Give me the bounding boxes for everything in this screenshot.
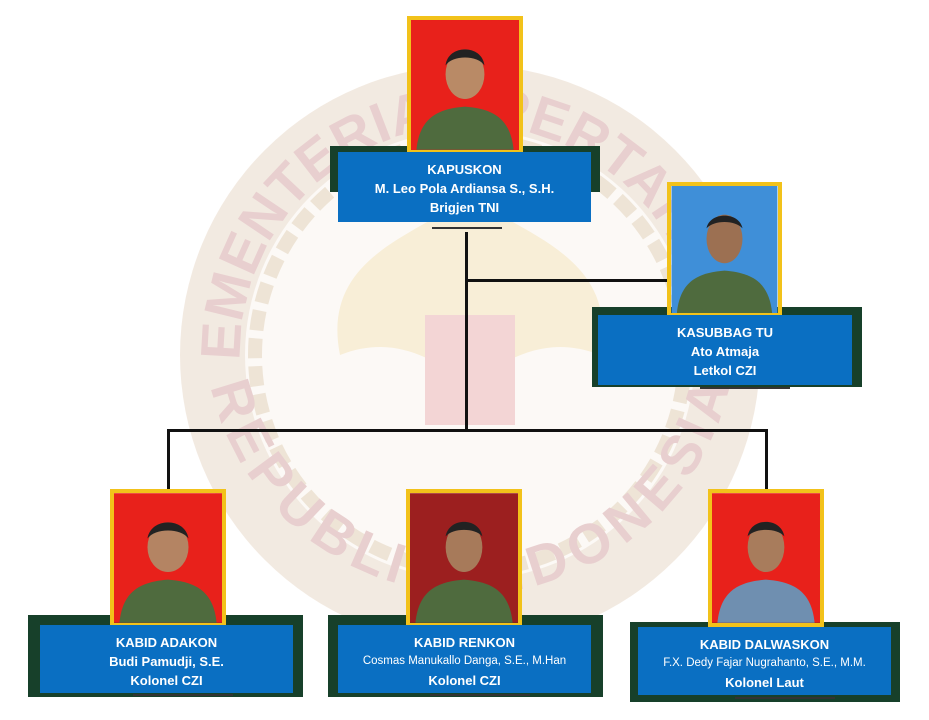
connector-line — [167, 429, 768, 432]
portrait-kabid-renkon — [406, 489, 522, 627]
connector-line — [465, 232, 468, 432]
node-title: KABID ADAKON — [115, 635, 218, 650]
underline-decoration — [432, 227, 502, 229]
node-name: M. Leo Pola Ardiansa S., S.H. — [374, 181, 555, 196]
node-title: KASUBBAG TU — [676, 325, 774, 340]
node-rank: Letkol CZI — [693, 363, 757, 378]
node-name: F.X. Dedy Fajar Nugrahanto, S.E., M.M. — [663, 657, 866, 669]
connector-line — [765, 429, 768, 491]
node-name: Ato Atmaja — [690, 344, 760, 359]
node-rank: Kolonel Laut — [725, 675, 804, 690]
node-kabid-dalwaskon: KABID DALWASKON F.X. Dedy Fajar Nugrahan… — [638, 627, 891, 695]
node-kabid-renkon: KABID RENKON Cosmas Manukallo Danga, S.E… — [338, 625, 591, 693]
node-kapuskon: KAPUSKON M. Leo Pola Ardiansa S., S.H. B… — [338, 152, 591, 222]
portrait-kabid-adakon — [110, 489, 226, 627]
node-title: KABID RENKON — [413, 635, 516, 650]
connector-line — [167, 429, 170, 491]
node-rank: Kolonel CZI — [428, 673, 501, 688]
ministry-emblem-watermark: KEMENTERIAN PERTAHANAN REPUBLIK INDONESI… — [170, 55, 760, 645]
node-title: KABID DALWASKON — [699, 637, 830, 652]
node-name: Budi Pamudji, S.E. — [109, 654, 224, 669]
portrait-kasubbag-tu — [667, 182, 782, 317]
underline-decoration — [133, 694, 233, 696]
underline-decoration — [700, 387, 790, 389]
underline-decoration — [430, 694, 530, 696]
underline-decoration — [735, 697, 835, 699]
node-kabid-adakon: KABID ADAKON Budi Pamudji, S.E. Kolonel … — [40, 625, 293, 693]
node-name: Cosmas Manukallo Danga, S.E., M.Han — [362, 655, 567, 667]
connector-line — [466, 279, 670, 282]
portrait-kabid-dalwaskon — [708, 489, 824, 627]
node-rank: Kolonel CZI — [130, 673, 203, 688]
node-kasubbag-tu: KASUBBAG TU Ato Atmaja Letkol CZI — [598, 315, 852, 385]
portrait-kapuskon — [407, 16, 523, 154]
node-rank: Brigjen TNI — [429, 200, 500, 215]
node-title: KAPUSKON — [427, 162, 502, 177]
